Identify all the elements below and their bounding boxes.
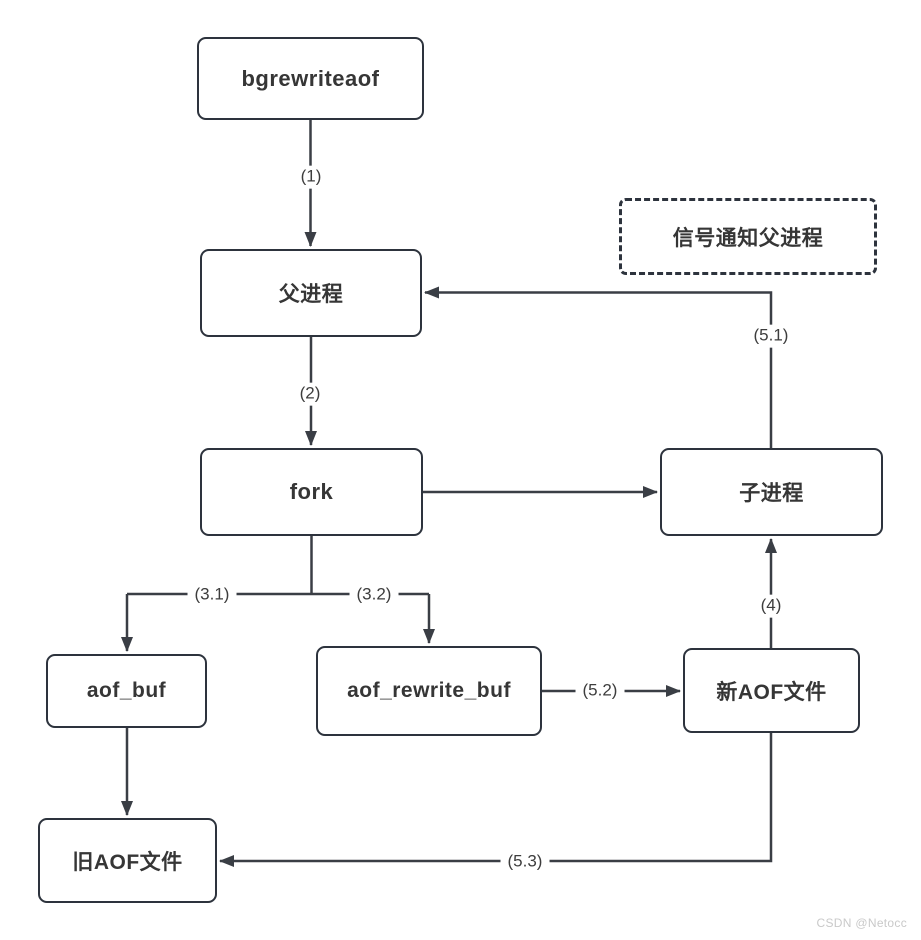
edge-label-step5-3: (5.3) <box>500 850 550 874</box>
node-aof-buf-label: aof_buf <box>86 679 167 702</box>
node-old-aof-file: 旧AOF文件 <box>38 818 217 903</box>
node-child-process: 子进程 <box>660 448 883 536</box>
node-new-aof-file-label: 新AOF文件 <box>716 680 827 704</box>
edge-label-step3-1: (3.1) <box>187 583 237 607</box>
edge-step5-1-arrow <box>424 286 773 448</box>
csdn-watermark: CSDN @Netocc <box>816 916 907 930</box>
node-aof-rewrite-buf: aof_rewrite_buf <box>316 646 542 736</box>
node-new-aof-file: 新AOF文件 <box>683 648 860 733</box>
node-parent-process-label: 父进程 <box>278 283 344 306</box>
node-bgrewriteaof-label: bgrewriteaof <box>241 65 380 91</box>
node-signal-notify-parent-label: 信号通知父进程 <box>672 226 824 250</box>
edge-label-step4: (4) <box>753 594 789 618</box>
edge-label-step5-2: (5.2) <box>575 679 625 703</box>
node-parent-process: 父进程 <box>200 249 422 337</box>
node-old-aof-file-label: 旧AOF文件 <box>72 850 183 874</box>
edge-label-step2: (2) <box>292 382 328 406</box>
node-aof-rewrite-buf-label: aof_rewrite_buf <box>347 679 511 702</box>
node-fork-label: fork <box>289 479 334 504</box>
edge-step5-3-arrow <box>219 733 773 867</box>
node-signal-notify-parent: 信号通知父进程 <box>619 198 877 275</box>
edge-label-step5-1: (5.1) <box>746 324 796 348</box>
node-bgrewriteaof: bgrewriteaof <box>197 37 424 120</box>
edge-label-step3-2: (3.2) <box>349 583 399 607</box>
node-aof-buf: aof_buf <box>46 654 207 728</box>
node-fork: fork <box>200 448 423 536</box>
edge-label-step1: (1) <box>293 165 329 189</box>
node-child-process-label: 子进程 <box>739 482 804 505</box>
